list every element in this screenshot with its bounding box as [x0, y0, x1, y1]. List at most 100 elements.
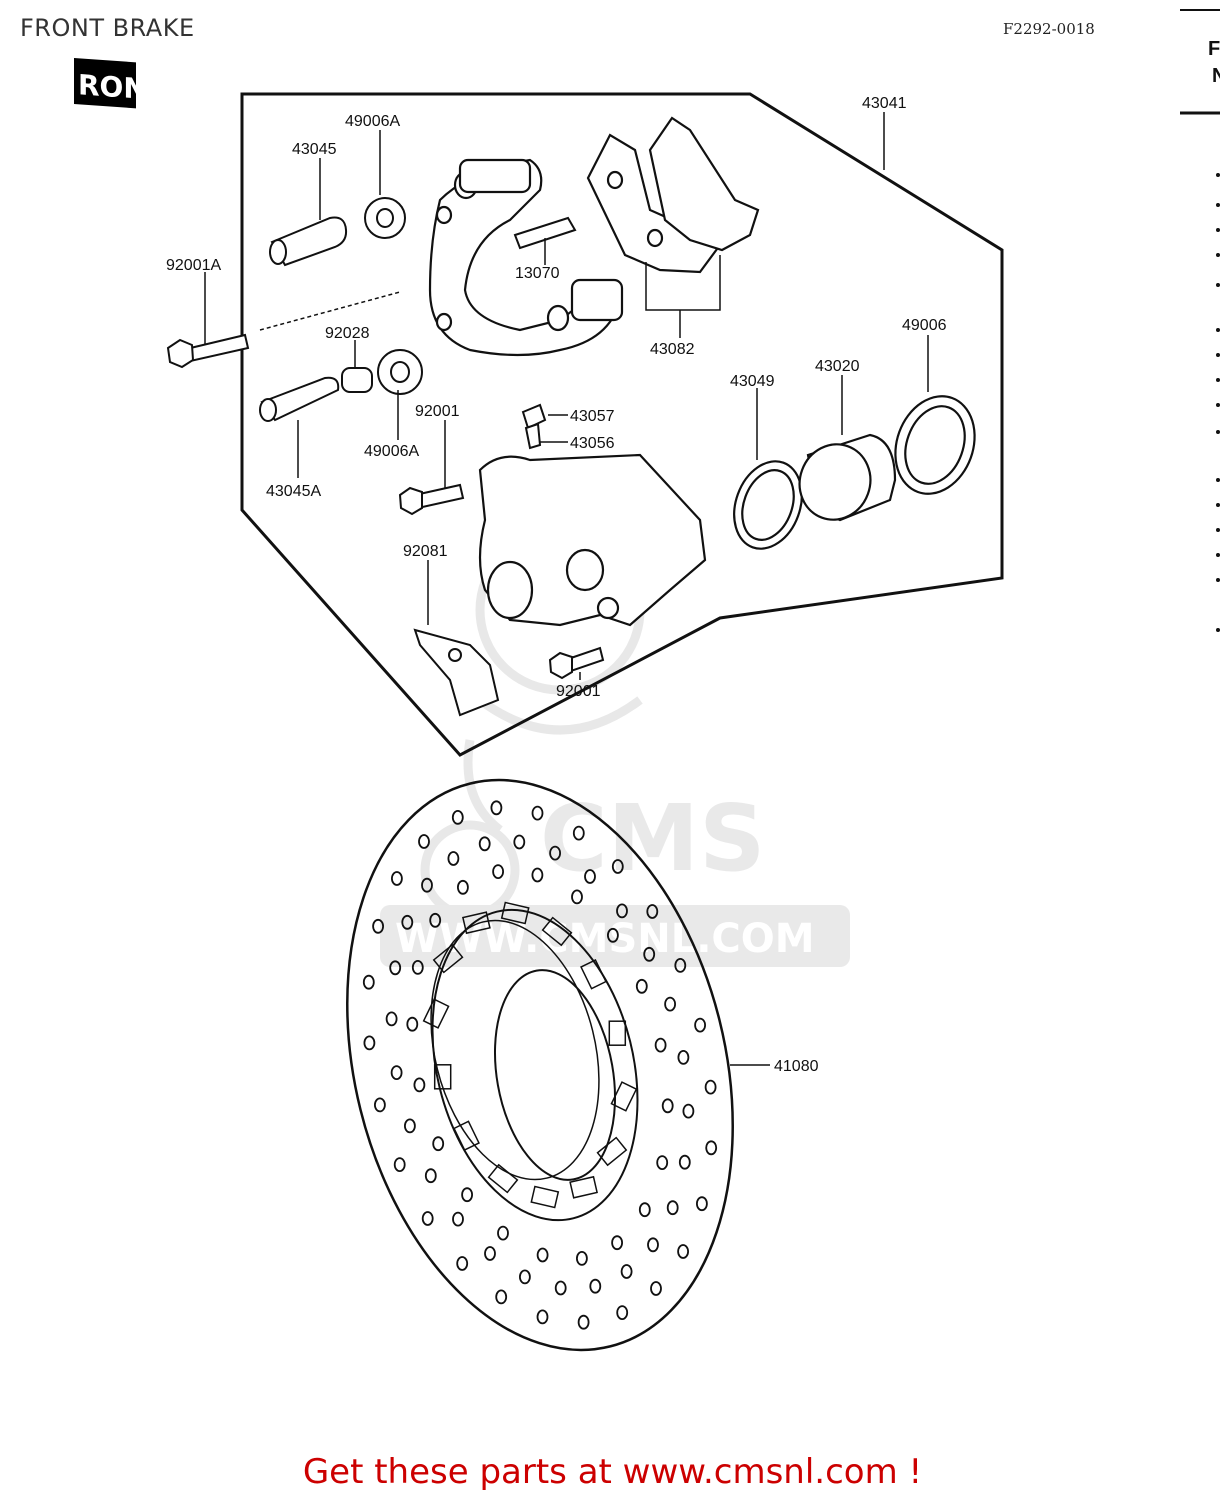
disc-hole	[678, 1154, 691, 1170]
side-panel-mark	[1216, 203, 1220, 207]
part-43056-bleeder	[524, 422, 542, 450]
diagram-reference-code: F2292-0018	[1003, 20, 1095, 38]
disc-hole	[461, 1187, 474, 1203]
disc-hole	[696, 1196, 708, 1212]
disc-hole	[616, 1305, 629, 1320]
hub-slot	[453, 1120, 480, 1151]
front-badge-text: RONT	[78, 68, 166, 107]
disc-hole	[373, 1097, 386, 1113]
disc-hole	[393, 1157, 406, 1172]
disc-hole	[456, 879, 469, 895]
disc-hole	[492, 864, 505, 879]
part-92001a-bolt	[166, 333, 250, 369]
disc-hole	[389, 960, 402, 976]
disc-hole	[666, 1200, 679, 1216]
hub-slots	[422, 901, 638, 1209]
part-43049-seal	[733, 460, 803, 550]
side-panel-mark	[1216, 553, 1220, 557]
callout-43057: 43057	[570, 408, 615, 425]
disc-hole	[421, 1211, 434, 1226]
disc-hole	[478, 836, 491, 852]
part-43045-pin	[269, 216, 348, 267]
disc-hole	[372, 918, 385, 934]
hub-slot	[569, 1175, 598, 1199]
callout-13070: 13070	[515, 265, 560, 282]
callout-43056: 43056	[570, 435, 615, 452]
side-panel-mark	[1216, 628, 1220, 632]
page-title: FRONT BRAKE	[20, 14, 195, 42]
side-panel-mark	[1216, 430, 1220, 434]
hub-slot	[500, 901, 530, 925]
part-49006a-mid-boot	[377, 349, 423, 395]
disc-hole	[495, 1289, 508, 1305]
disc-hole	[497, 1225, 509, 1241]
disc-hole	[519, 1269, 531, 1285]
disc-hole	[656, 1155, 669, 1170]
callout-43041: 43041	[862, 95, 907, 112]
side-panel-mark	[1216, 328, 1220, 332]
hub-slot	[432, 943, 464, 974]
disc-hole	[704, 1079, 717, 1095]
disc-hole	[363, 1035, 376, 1051]
side-panel-mark	[1216, 578, 1220, 582]
disc-hole	[549, 845, 561, 861]
disc-hole	[589, 1278, 602, 1294]
disc-hole	[401, 914, 414, 930]
disc-hole	[682, 1103, 695, 1119]
part-caliper-body	[478, 453, 707, 627]
disc-hole	[424, 1168, 437, 1184]
part-43045a-pin	[259, 376, 340, 422]
part-92081-plate	[413, 628, 500, 717]
side-panel-mark	[1216, 283, 1220, 287]
callout-92001a: 92001A	[166, 257, 221, 274]
disc-hole	[390, 1065, 403, 1080]
disc-hole	[432, 1136, 445, 1152]
disc-hole	[536, 1247, 549, 1263]
leader-lines	[204, 112, 929, 1066]
hub-slot	[608, 1020, 627, 1046]
disc-hole	[647, 1237, 659, 1253]
disc-hole	[572, 825, 585, 841]
disc-hole	[694, 1017, 706, 1033]
disc-hole	[638, 1202, 651, 1218]
callout-43020: 43020	[815, 358, 860, 375]
disc-hole	[677, 1050, 690, 1065]
part-49006-dust-seal	[894, 395, 976, 495]
disc-hole	[635, 978, 648, 994]
disc-hole	[456, 1256, 469, 1271]
hub-slot	[487, 1163, 519, 1194]
hub-slot	[580, 959, 607, 990]
disc-hole	[531, 805, 544, 821]
disc-hole	[607, 927, 619, 943]
disc-hole	[418, 834, 430, 849]
part-49006a-top-boot	[364, 197, 406, 239]
callout-43049: 43049	[730, 373, 775, 390]
disc-hole	[385, 1011, 398, 1027]
side-panel-marks	[1216, 173, 1220, 632]
callout-92001-bottom: 92001	[556, 683, 601, 700]
part-92028-sleeve	[341, 367, 373, 393]
side-panel-mark	[1216, 253, 1220, 257]
disc-hole	[490, 800, 503, 816]
disc-hole	[451, 810, 464, 825]
disc-hole	[536, 1309, 549, 1325]
disc-hole	[611, 1235, 623, 1251]
disc-hole	[390, 871, 403, 886]
side-panel-mark	[1216, 228, 1220, 232]
disc-hole	[643, 946, 656, 962]
hub-slot	[596, 1136, 628, 1167]
cta-link[interactable]: Get these parts at www.cmsnl.com !	[302, 1452, 923, 1492]
part-92001-bolt-top	[398, 483, 465, 516]
disc-hole	[362, 974, 375, 990]
part-43020-piston	[798, 433, 897, 522]
disc-hole	[646, 904, 659, 919]
disc-hole	[554, 1280, 567, 1296]
disc-hole	[616, 903, 628, 919]
callout-92001-top: 92001	[415, 403, 460, 420]
disc-hole	[576, 1251, 588, 1266]
part-13070-spring	[513, 216, 577, 250]
callout-43045: 43045	[292, 141, 337, 158]
part-43082-pads	[586, 116, 760, 274]
side-panel-mark	[1216, 528, 1220, 532]
